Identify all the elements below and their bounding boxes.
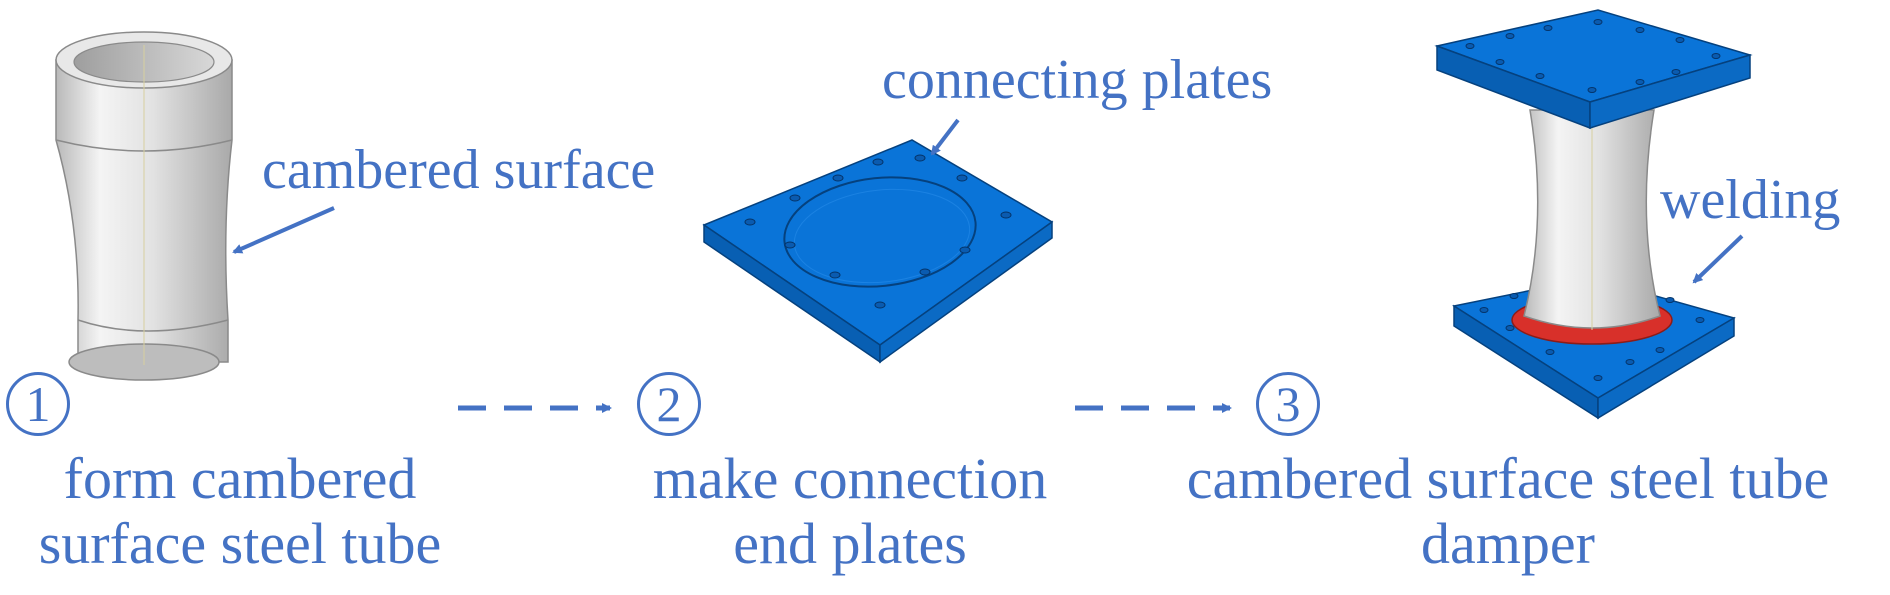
step-2-caption-line1: make connection — [652, 446, 1048, 511]
step-1-caption-line1: form cambered — [63, 446, 417, 511]
cambered-surface-label: cambered surface — [262, 139, 656, 201]
end-plate-figure — [702, 139, 1054, 364]
step-3-caption-line2: damper — [1421, 510, 1595, 576]
connecting-plates-arrow — [930, 118, 960, 156]
step-3-number: 3 — [1256, 372, 1320, 436]
damper-figure — [1434, 9, 1753, 420]
welding-label: welding — [1660, 169, 1841, 231]
step-1-number: 1 — [6, 372, 70, 436]
step-2-caption-line2: end plates — [733, 510, 967, 576]
step-2-caption: make connection end plates — [610, 446, 1090, 577]
cambered-surface-arrow — [232, 206, 335, 254]
step-1-caption-line2: surface steel tube — [38, 510, 442, 576]
step-3-caption-line1: cambered surface steel tube — [1186, 446, 1830, 511]
step-1-caption: form cambered surface steel tube — [0, 446, 480, 577]
connecting-plates-label: connecting plates — [882, 49, 1273, 111]
welding-arrow — [1692, 234, 1744, 284]
step-2-number: 2 — [637, 372, 701, 436]
step-3-caption: cambered surface steel tube damper — [1130, 446, 1886, 577]
cambered-tube-figure — [55, 31, 233, 381]
